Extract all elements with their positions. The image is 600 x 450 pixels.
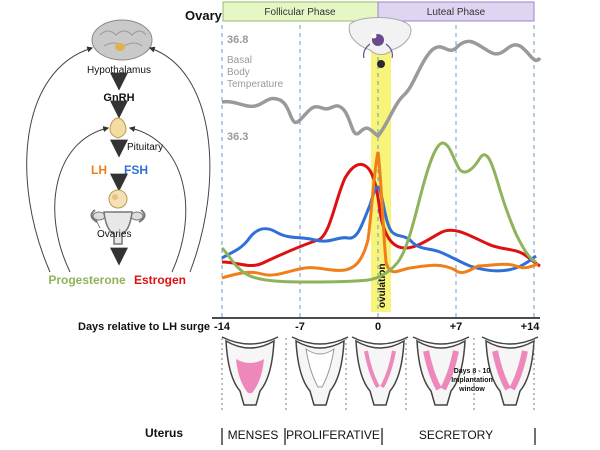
- temperature-curve: [221, 39, 542, 139]
- ovaries-uterus-icon: [90, 209, 146, 245]
- pituitary-label: Pituitary: [127, 142, 163, 153]
- temperature-caption-line-1: Basal: [227, 55, 252, 66]
- brain-icon: [91, 19, 153, 61]
- estrogen-label: Estrogen: [134, 273, 186, 287]
- pituitary-icon: [109, 117, 127, 139]
- implantation-note-line-1: Days 8 - 10: [454, 368, 491, 375]
- feedback-arrow-outer-left: [26, 46, 94, 273]
- progesterone-label: Progesterone: [48, 273, 126, 287]
- lh-label: LH: [91, 163, 107, 177]
- follicle-icon: [108, 189, 128, 209]
- lh-curve: [221, 151, 539, 280]
- axis-tick-label: +14: [521, 321, 541, 333]
- implantation-note-line-2: Implantation: [451, 377, 493, 384]
- ovary-label: Ovary: [185, 8, 223, 23]
- uterus-phase-secretory: SECRETORY: [419, 428, 493, 442]
- uterus-illustration-row: [221, 336, 539, 406]
- uterus-icon: [481, 336, 539, 406]
- temperature-low-label: 36.3: [227, 131, 248, 143]
- feedback-arrow-inner-right: [128, 126, 187, 273]
- axis-tick-label: -14: [214, 321, 231, 333]
- temperature-high-label: 36.8: [227, 34, 248, 46]
- temperature-caption-line-2: Body: [227, 67, 250, 78]
- uterus-icon: [412, 336, 470, 406]
- implantation-note-line-3: window: [458, 386, 485, 393]
- day-gridlines: [221, 25, 535, 318]
- luteal-phase-bar: [377, 1, 535, 22]
- uterus-icon: [221, 336, 279, 406]
- uterus-phase-proliferative: PROLIFERATIVE: [286, 428, 380, 442]
- uterus-label: Uterus: [145, 426, 183, 440]
- follicular-phase-label: Follicular Phase: [264, 7, 336, 18]
- gnrh-label: GnRH: [103, 92, 134, 104]
- pointer-line: [95, 219, 101, 229]
- feedback-arrow-inner-left: [54, 126, 110, 273]
- feedback-arrow-outer-right: [148, 46, 211, 273]
- axis-title: Days relative to LH surge: [78, 321, 210, 333]
- axis-tick-label: -7: [295, 321, 305, 333]
- temperature-caption-line-3: Temperature: [227, 79, 284, 90]
- hypothalamus-label: Hypothalamus: [87, 65, 151, 76]
- axis-tick-label: +7: [450, 321, 463, 333]
- axis-tick-label: 0: [375, 321, 381, 333]
- ovary-follicle-icon: [348, 17, 412, 68]
- uterus-icon: [351, 336, 409, 406]
- fsh-label: FSH: [124, 163, 148, 177]
- uterus-phase-dividers: [221, 338, 535, 410]
- progesterone-curve: [220, 141, 537, 284]
- estrogen-curve: [221, 162, 541, 268]
- ovaries-label: Ovaries: [97, 229, 131, 240]
- luteal-phase-label: Luteal Phase: [427, 7, 486, 18]
- ovulation-label: ovulation: [377, 264, 388, 308]
- uterus-icon: [291, 336, 349, 406]
- uterus-phase-menses: MENSES: [228, 428, 279, 442]
- uterus-phase-brackets: [221, 428, 536, 445]
